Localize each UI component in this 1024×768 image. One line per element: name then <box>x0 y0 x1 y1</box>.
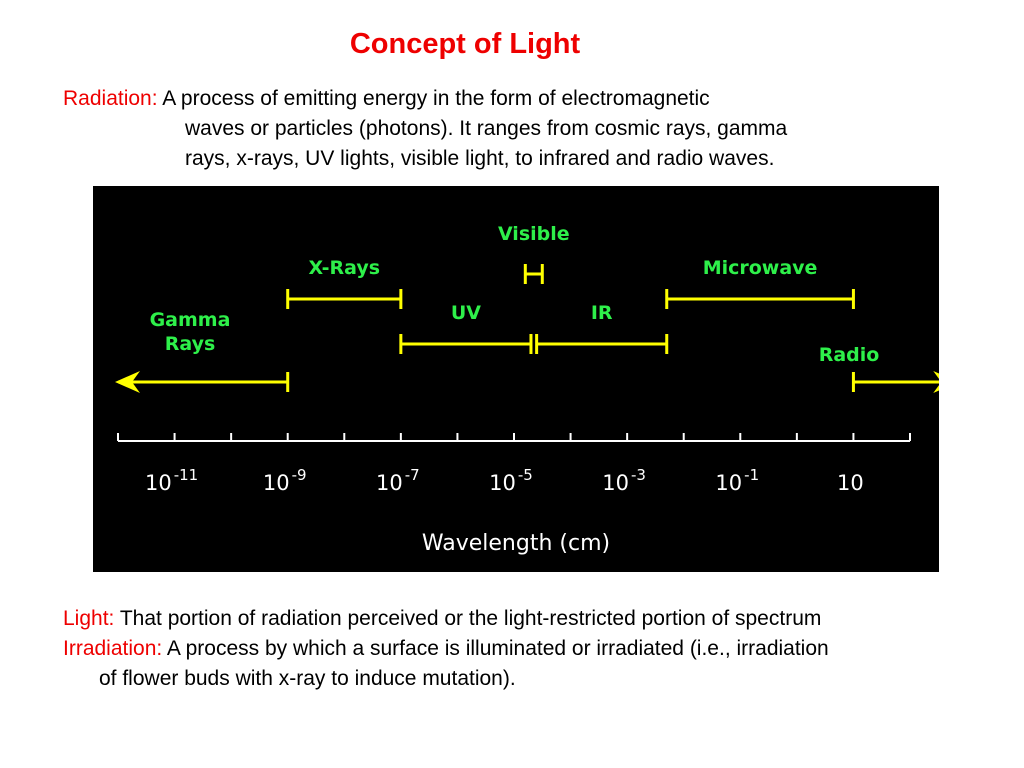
irradiation-definition: Irradiation: A process by which a surfac… <box>63 634 829 694</box>
band-arrow-left <box>115 371 140 393</box>
light-text: That portion of radiation perceived or t… <box>119 607 822 630</box>
band-uv: UV <box>399 302 533 354</box>
slide-title: Concept of Light <box>349 28 581 60</box>
band-visible: Visible <box>498 223 570 284</box>
light-term: Light: <box>63 607 115 630</box>
tick-label: 10-11 <box>145 466 198 495</box>
tick-label: 10-5 <box>489 466 533 495</box>
band-label: UV <box>451 302 481 324</box>
band-label: Visible <box>498 223 570 245</box>
band-arrow-right <box>933 371 939 393</box>
band-ir: IR <box>535 302 669 354</box>
tick-label: 10-1 <box>715 466 759 495</box>
band-x-rays: X-Rays <box>286 257 403 309</box>
band-radio: Radio <box>819 344 939 393</box>
tick-label: 10 <box>837 471 864 495</box>
band-label: IR <box>591 302 613 324</box>
band-label: Rays <box>165 333 216 355</box>
radiation-definition: Radiation: A process of emitting energy … <box>63 84 787 174</box>
irradiation-line-1: A process by which a surface is illumina… <box>166 637 829 660</box>
band-label: Microwave <box>703 257 818 279</box>
radiation-line-2: waves or particles (photons). It ranges … <box>185 117 788 140</box>
axis-title: Wavelength (cm) <box>422 531 610 556</box>
band-microwave: Microwave <box>665 257 855 309</box>
radiation-line-3: rays, x-rays, UV lights, visible light, … <box>185 147 775 170</box>
band-label: Radio <box>819 344 880 366</box>
irradiation-line-2: of flower buds with x-ray to induce muta… <box>99 667 516 690</box>
band-label: Gamma <box>150 309 231 331</box>
tick-label: 10-7 <box>376 466 420 495</box>
radiation-term: Radiation: <box>63 87 158 110</box>
band-label: X-Rays <box>309 257 381 279</box>
irradiation-term: Irradiation: <box>63 637 163 660</box>
radiation-line-1: A process of emitting energy in the form… <box>162 87 710 110</box>
light-definition: Light: That portion of radiation perceiv… <box>63 604 821 634</box>
tick-label: 10-9 <box>263 466 307 495</box>
tick-label: 10-3 <box>602 466 646 495</box>
